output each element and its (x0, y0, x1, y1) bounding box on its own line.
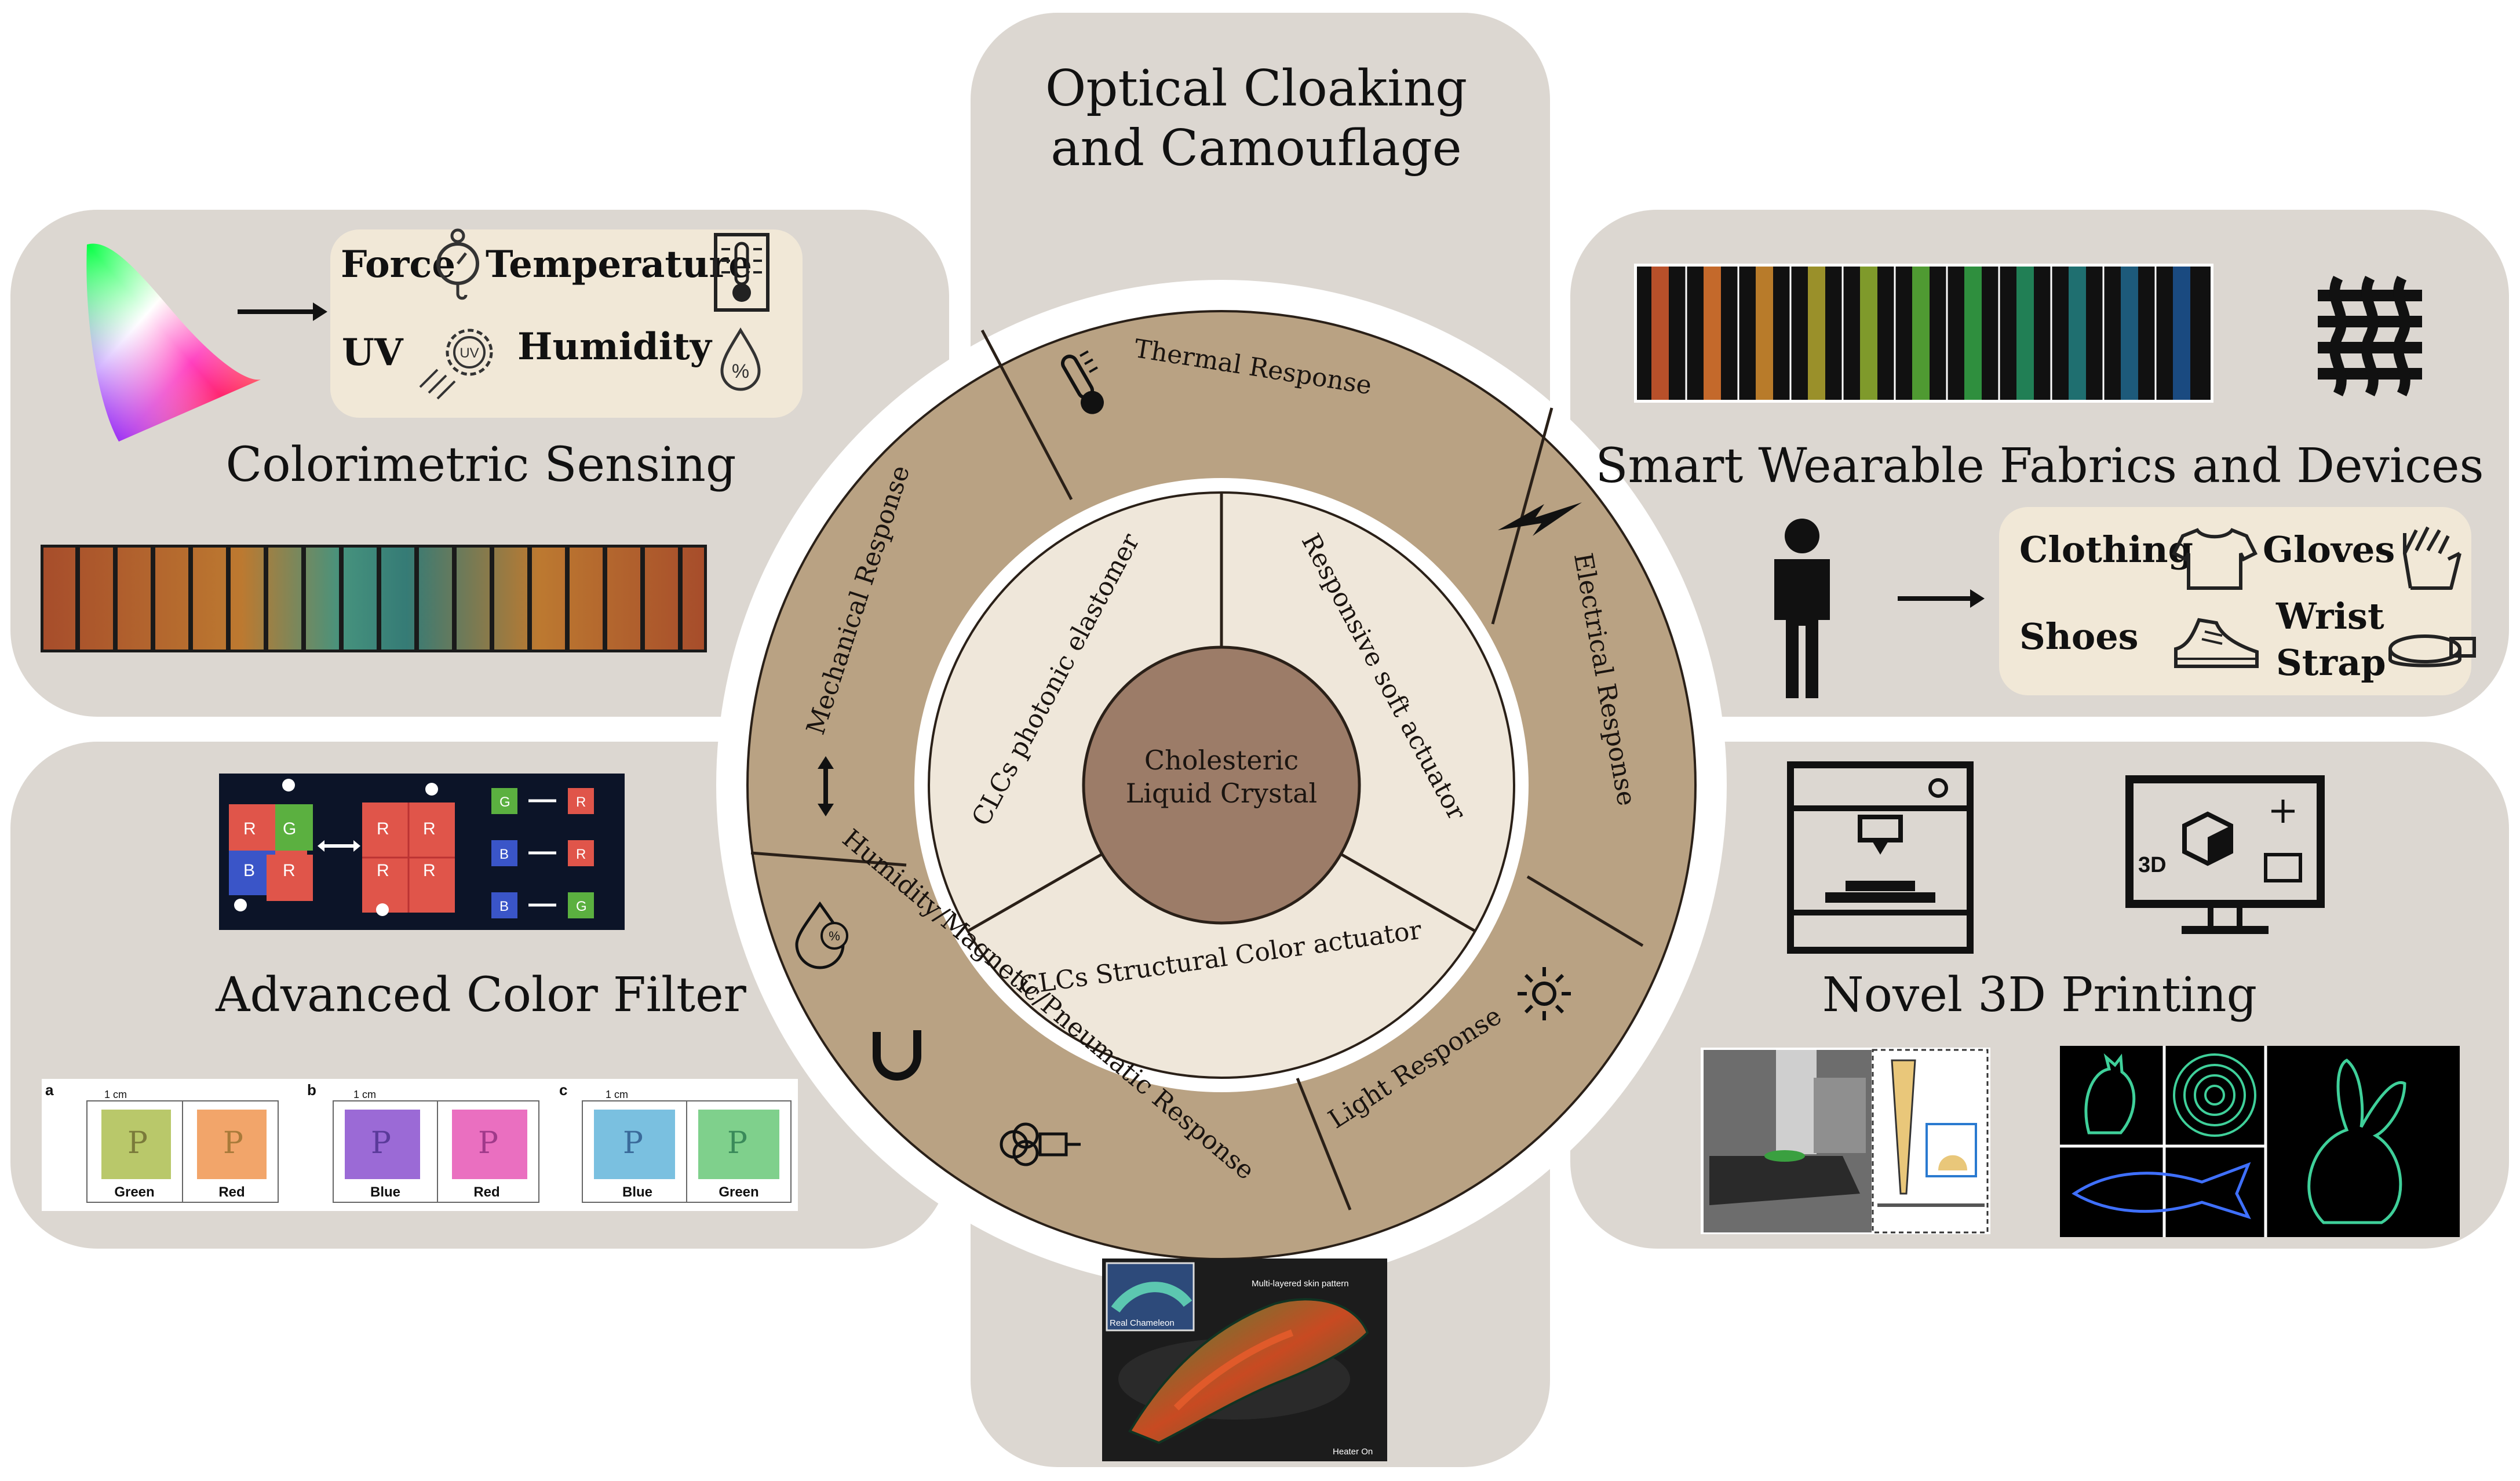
shoe-icon (2174, 618, 2259, 668)
sample-letter: P (478, 1126, 498, 1161)
pair-letter: G (499, 794, 510, 810)
sample-letter: P (223, 1126, 243, 1161)
humidity-drop-icon: % (795, 901, 848, 969)
fiber-columns (1651, 267, 2190, 400)
wrist-label: Wrist (2275, 595, 2384, 637)
pair-letter: G (576, 899, 587, 914)
center-label-line2: Liquid Crystal (1126, 778, 1318, 809)
real-chameleon-label: Real Chameleon (1110, 1318, 1175, 1328)
panel-caption: Red (473, 1184, 499, 1200)
sample-letter: P (127, 1126, 148, 1161)
scale-bar-label: 1 cm (606, 1089, 628, 1100)
shoes-label: Shoes (2019, 615, 2139, 658)
grid-letter: R (377, 861, 389, 880)
stimuli-box (330, 229, 803, 418)
cloaking-title-line2: and Camouflage (1051, 119, 1461, 177)
color-filter-title: Advanced Color Filter (215, 968, 747, 1023)
grid-letter: R (243, 819, 256, 838)
inner-dividers (967, 493, 1476, 933)
panel-caption: Green (114, 1184, 154, 1200)
printer-nozzle-photo (1701, 1048, 1990, 1234)
grid-letter: B (243, 861, 255, 880)
monitor-icon: 3D (2125, 775, 2325, 934)
person-icon (1774, 519, 1830, 698)
panel-caption: Blue (622, 1184, 652, 1200)
center-label-line1: Cholesteric (1144, 745, 1299, 776)
svg-text:UV: UV (459, 345, 479, 361)
pair-letter: B (499, 899, 509, 914)
monitor-3d-label: 3D (2138, 853, 2167, 877)
panel-letter-a: a (45, 1081, 54, 1099)
panel-caption: Green (719, 1184, 758, 1200)
pneumatic-pump-icon (1000, 1122, 1081, 1166)
thermometer-icon (1061, 350, 1104, 414)
colorimetric-title: Colorimetric Sensing (226, 437, 736, 493)
humidity-label: Humidity (517, 325, 713, 369)
panel-caption: Blue (370, 1184, 400, 1200)
outer-dividers (750, 329, 1644, 1210)
temperature-label: Temperature (486, 243, 752, 286)
skin-pattern-label: Multi-layered skin pattern (1252, 1279, 1349, 1289)
svg-text:%: % (829, 929, 840, 943)
cie-gamut-diagram (86, 243, 261, 442)
clothing-label: Clothing (2019, 528, 2193, 571)
tshirt-icon (2171, 528, 2258, 590)
uv-label: UV (342, 331, 404, 374)
pair-letter: R (576, 847, 586, 862)
panel-letter-b: b (307, 1081, 316, 1099)
thermometer-box-icon (714, 233, 770, 312)
humidity-percent-icon: % (720, 327, 761, 391)
grid-letter: G (283, 819, 296, 838)
svg-text:%: % (732, 360, 749, 382)
lightning-icon (1498, 502, 1582, 536)
cloaking-title-line1: Optical Cloaking (1045, 60, 1467, 118)
fiber-photo-strip (1634, 264, 2213, 403)
double-arrow-icon (818, 756, 834, 816)
force-gauge-icon (436, 228, 479, 300)
panel-caption: Red (218, 1184, 245, 1200)
strap-label: Strap (2276, 641, 2386, 684)
scale-bar-label: 1 cm (104, 1089, 127, 1100)
grid-letter: R (283, 861, 296, 880)
3d-printer-icon (1787, 761, 1974, 954)
sun-icon (1518, 967, 1571, 1020)
force-label: Force (341, 243, 455, 286)
glove-icon (2403, 526, 2461, 590)
scale-bar-label: 1 cm (353, 1089, 376, 1100)
grid-letter: R (377, 819, 389, 838)
printed-shapes-photo (2060, 1046, 2460, 1237)
heater-on-label: Heater On (1333, 1447, 1373, 1457)
sample-letter: P (371, 1126, 391, 1161)
pair-letter: B (499, 847, 509, 862)
wearable-title: Smart Wearable Fabrics and Devices (1595, 439, 2483, 494)
chameleon-photo: Real Chameleon Multi-layered skin patter… (1102, 1259, 1387, 1461)
gloves-label: Gloves (2263, 528, 2395, 571)
arrow-right-icon (1898, 589, 1985, 608)
arrow-right-icon (238, 302, 327, 321)
sample-letter: P (727, 1126, 747, 1161)
sample-letter: P (623, 1126, 643, 1161)
grid-letter: R (423, 819, 436, 838)
grid-letter: R (423, 861, 436, 880)
panel-letter-c: c (559, 1081, 567, 1099)
magnet-icon (869, 1028, 921, 1081)
filter-diagram-photo: R G B R R R R R G R B R B G (219, 774, 625, 930)
uv-sun-icon: UV (419, 329, 493, 400)
color-strip-photo (41, 545, 707, 652)
printing-title: Novel 3D Printing (1822, 968, 2257, 1023)
wearable-items-box (1999, 507, 2471, 695)
filter-sample-panels: a 1 cm P P Green Red b 1 cm P P Blue Red… (42, 1079, 798, 1211)
wrist-strap-icon (2388, 634, 2476, 667)
pair-letter: R (576, 794, 586, 810)
woven-fabric-icon (2318, 275, 2422, 397)
